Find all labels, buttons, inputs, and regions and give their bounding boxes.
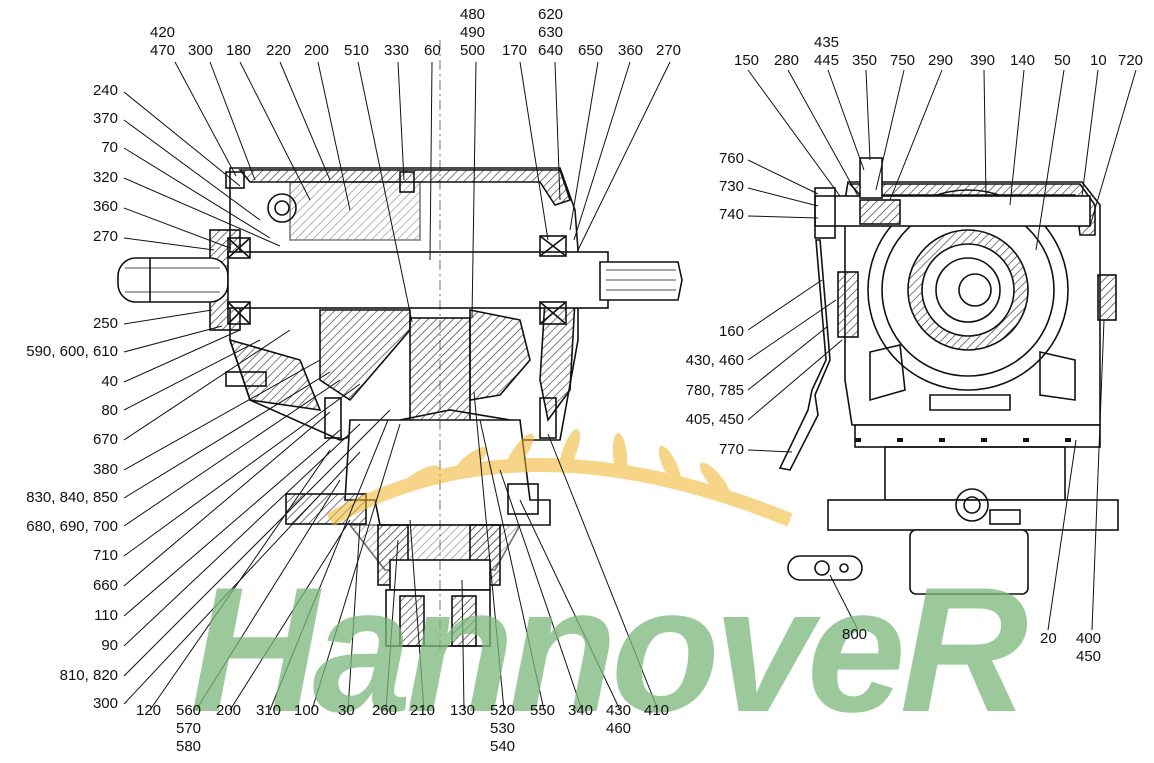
- part-label: 480 490 500: [460, 6, 486, 59]
- part-label: 360: [92, 198, 118, 215]
- part-label: 320: [92, 169, 118, 186]
- part-label: 380: [92, 461, 118, 478]
- part-label: 720: [1118, 52, 1144, 69]
- part-label: 270: [92, 228, 118, 245]
- wheat-watermark: [326, 429, 793, 527]
- part-label: 70: [101, 139, 118, 156]
- brand-watermark: HannoveR: [190, 550, 1028, 749]
- part-label: 750: [890, 52, 916, 69]
- leader-lines: [123, 61, 1137, 711]
- part-label: 200: [216, 702, 242, 719]
- part-label: 430, 460: [685, 352, 744, 369]
- part-label: 550: [530, 702, 556, 719]
- part-label: 430 460: [606, 702, 632, 737]
- right-front-view: [778, 157, 1119, 595]
- part-label: 210: [410, 702, 436, 719]
- part-label: 50: [1054, 52, 1071, 69]
- part-label: 760: [718, 150, 744, 167]
- part-label: 160: [718, 323, 744, 340]
- part-label: 130: [450, 702, 476, 719]
- part-label: 280: [774, 52, 800, 69]
- part-label: 330: [384, 42, 410, 59]
- part-label: 710: [92, 547, 118, 564]
- part-label: 90: [101, 637, 118, 654]
- part-label: 110: [94, 607, 118, 624]
- part-label: 260: [372, 702, 398, 719]
- part-label: 290: [928, 52, 954, 69]
- part-label: 120: [136, 702, 162, 719]
- part-label: 150: [734, 52, 760, 69]
- part-label: 250: [92, 315, 118, 332]
- part-label: 810, 820: [59, 667, 118, 684]
- part-label: 520 530 540: [490, 702, 516, 755]
- part-label: 800: [842, 626, 868, 643]
- part-label: 200: [304, 42, 330, 59]
- part-label: 240: [92, 82, 118, 99]
- part-label: 100: [294, 702, 320, 719]
- part-label: 360: [618, 42, 644, 59]
- part-label: 270: [656, 42, 682, 59]
- part-label: 350: [852, 52, 878, 69]
- part-label: 180: [226, 42, 252, 59]
- part-label: 420 470: [150, 24, 176, 59]
- part-label: 310: [256, 702, 282, 719]
- part-label: 620 630 640: [538, 6, 564, 59]
- part-label: 510: [344, 42, 370, 59]
- part-label: 170: [502, 42, 528, 59]
- part-label: 590, 600, 610: [26, 343, 118, 360]
- part-label: 40: [101, 373, 118, 390]
- part-label: 435 445: [814, 34, 840, 69]
- part-label: 680, 690, 700: [26, 518, 118, 535]
- part-label: 780, 785: [685, 382, 744, 399]
- left-section-view: [117, 40, 683, 650]
- part-label: 20: [1040, 630, 1057, 647]
- part-label: 60: [424, 42, 441, 59]
- part-label: 770: [718, 441, 744, 458]
- part-label: 560 570 580: [176, 702, 202, 755]
- part-label: 370: [92, 110, 118, 127]
- part-label: 830, 840, 850: [26, 489, 118, 506]
- part-label: 30: [338, 702, 355, 719]
- part-label: 660: [92, 577, 118, 594]
- part-label: 650: [578, 42, 604, 59]
- part-label: 410: [644, 702, 670, 719]
- part-label: 390: [970, 52, 996, 69]
- part-label: 140: [1010, 52, 1036, 69]
- part-label: 220: [266, 42, 292, 59]
- part-label: 300: [188, 42, 214, 59]
- part-label: 405, 450: [685, 411, 744, 428]
- part-label: 10: [1090, 52, 1107, 69]
- part-label: 340: [568, 702, 594, 719]
- part-label: 80: [101, 402, 118, 419]
- part-label: 400 450: [1076, 630, 1102, 665]
- part-label: 740: [718, 206, 744, 223]
- part-label: 300: [92, 695, 118, 712]
- part-label: 670: [92, 431, 118, 448]
- part-label: 730: [718, 178, 744, 195]
